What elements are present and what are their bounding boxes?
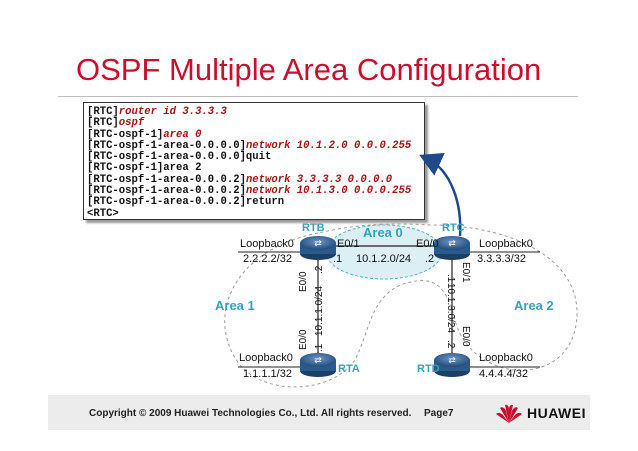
cli-prompt: [RTC-ospf-1-area-0.0.0.0]quit [87,151,272,164]
router-rtc-label: RTC [442,222,465,234]
huawei-logo-icon [496,404,522,423]
rtd-loopback-label: Loopback0 [479,352,533,364]
rta-loopback-addr: 1.1.1.1/32 [243,368,292,380]
rtb-loopback-addr: 2.2.2.2/32 [243,253,292,265]
cli-line: <RTC> [87,207,411,220]
cli-line: [RTC]router id 3.3.3.3 [87,106,411,118]
link-bc-subnet: 10.1.2.0/24 [356,253,411,265]
area-boundary [224,223,578,388]
rtc-loopback-addr: 3.3.3.3/32 [477,253,526,265]
cli-command: network 10.1.3.0 0.0.0.255 [245,185,412,198]
cli-command: network 3.3.3.3 0.0.0.0 [245,173,393,186]
router-rta-label: RTA [338,363,360,375]
rtc-host-1: .1 [445,274,456,283]
rta-e00-label: E0/0 [298,329,309,350]
cli-line: [RTC-ospf-1-area-0.0.0.2]network 3.3.3.3… [87,173,411,186]
rtb-e01-label: E0/1 [337,238,360,250]
rtb-host-1: .1 [333,253,342,265]
cli-command: network 10.1.2.0 0.0.0.255 [245,139,412,152]
copyright-text: Copyright © 2009 Huawei Technologies Co.… [89,408,412,419]
cli-command: area 0 [163,128,202,141]
cli-prompt: [RTC-ospf-1-area-0.0.0.2] [87,173,246,186]
router-rtd-label: RTD [417,363,440,375]
arrow-to-cli [419,152,462,237]
rta-host-1: .1 [314,343,325,352]
rtc-e00-label: E0/0 [416,238,439,250]
area0-label: Area 0 [363,225,403,240]
router-rtd-icon[interactable]: ⇄ [434,353,470,377]
footer-bar [48,395,590,430]
rtd-host-2: .2 [445,340,456,349]
rtb-loopback-label: Loopback0 [240,238,294,250]
cli-box: [RTC]router id 3.3.3.3[RTC]ospf[RTC-ospf… [83,102,425,220]
cli-prompt: [RTC-ospf-1]area 2 [87,162,202,175]
cli-line: [RTC]ospf [87,118,411,129]
cli-prompt: [RTC-ospf-1-area-0.0.0.2]return [87,196,285,209]
rtd-loopback-addr: 4.4.4.4/32 [479,368,528,380]
rtc-loopback-label: Loopback0 [479,238,533,250]
slide-title: OSPF Multiple Area Configuration [76,52,542,87]
router-rtb-icon[interactable]: ⇄ [300,236,336,260]
svg-text:⇄: ⇄ [448,355,456,365]
rtc-host-2: .2 [425,253,434,265]
cli-line: [RTC-ospf-1-area-0.0.0.0]quit [87,152,411,163]
cli-prompt: [RTC-ospf-1] [87,128,164,141]
svg-text:⇄: ⇄ [314,238,322,248]
rtc-e01-label: E0/1 [460,262,471,283]
router-rtc-icon[interactable]: ⇄ [434,236,470,260]
link-ab-subnet: 10.1.1.0/24 [314,286,325,336]
cli-line: [RTC-ospf-1]area 0 [87,128,411,141]
cli-prompt: [RTC-ospf-1-area-0.0.0.2] [87,185,246,198]
svg-text:⇄: ⇄ [448,238,456,248]
rtb-host-2: .2 [314,265,325,274]
title-divider [58,96,578,97]
cli-prompt: [RTC] [87,117,119,130]
router-rta-icon[interactable]: ⇄ [300,353,336,377]
cli-command: router id 3.3.3.3 [118,106,227,118]
link-cd-subnet: 10.1.3.0/24 [445,283,456,333]
cli-prompt: <RTC> [87,207,119,220]
area2-label: Area 2 [514,298,554,313]
rtd-e00-label: E0/0 [460,326,471,347]
rtb-e00-label: E0/0 [298,271,309,292]
cli-command: ospf [118,117,145,130]
cli-prompt: [RTC] [87,106,119,118]
router-rtb-label: RTB [302,222,325,234]
cli-line: [RTC-ospf-1-area-0.0.0.2]network 10.1.3.… [87,185,412,198]
page-number: Page7 [424,408,454,419]
cli-lines: [RTC]router id 3.3.3.3[RTC]ospf[RTC-ospf… [87,106,412,220]
cli-line: [RTC-ospf-1-area-0.0.0.0]network 10.1.2.… [87,139,412,152]
rta-loopback-label: Loopback0 [239,352,293,364]
cli-line: [RTC-ospf-1]area 2 [87,163,411,174]
cli-prompt: [RTC-ospf-1-area-0.0.0.0] [87,139,246,152]
cli-line: [RTC-ospf-1-area-0.0.0.2]return [87,197,411,208]
area1-label: Area 1 [215,298,255,313]
svg-text:⇄: ⇄ [314,355,322,365]
brand-name: HUAWEI [527,405,586,421]
